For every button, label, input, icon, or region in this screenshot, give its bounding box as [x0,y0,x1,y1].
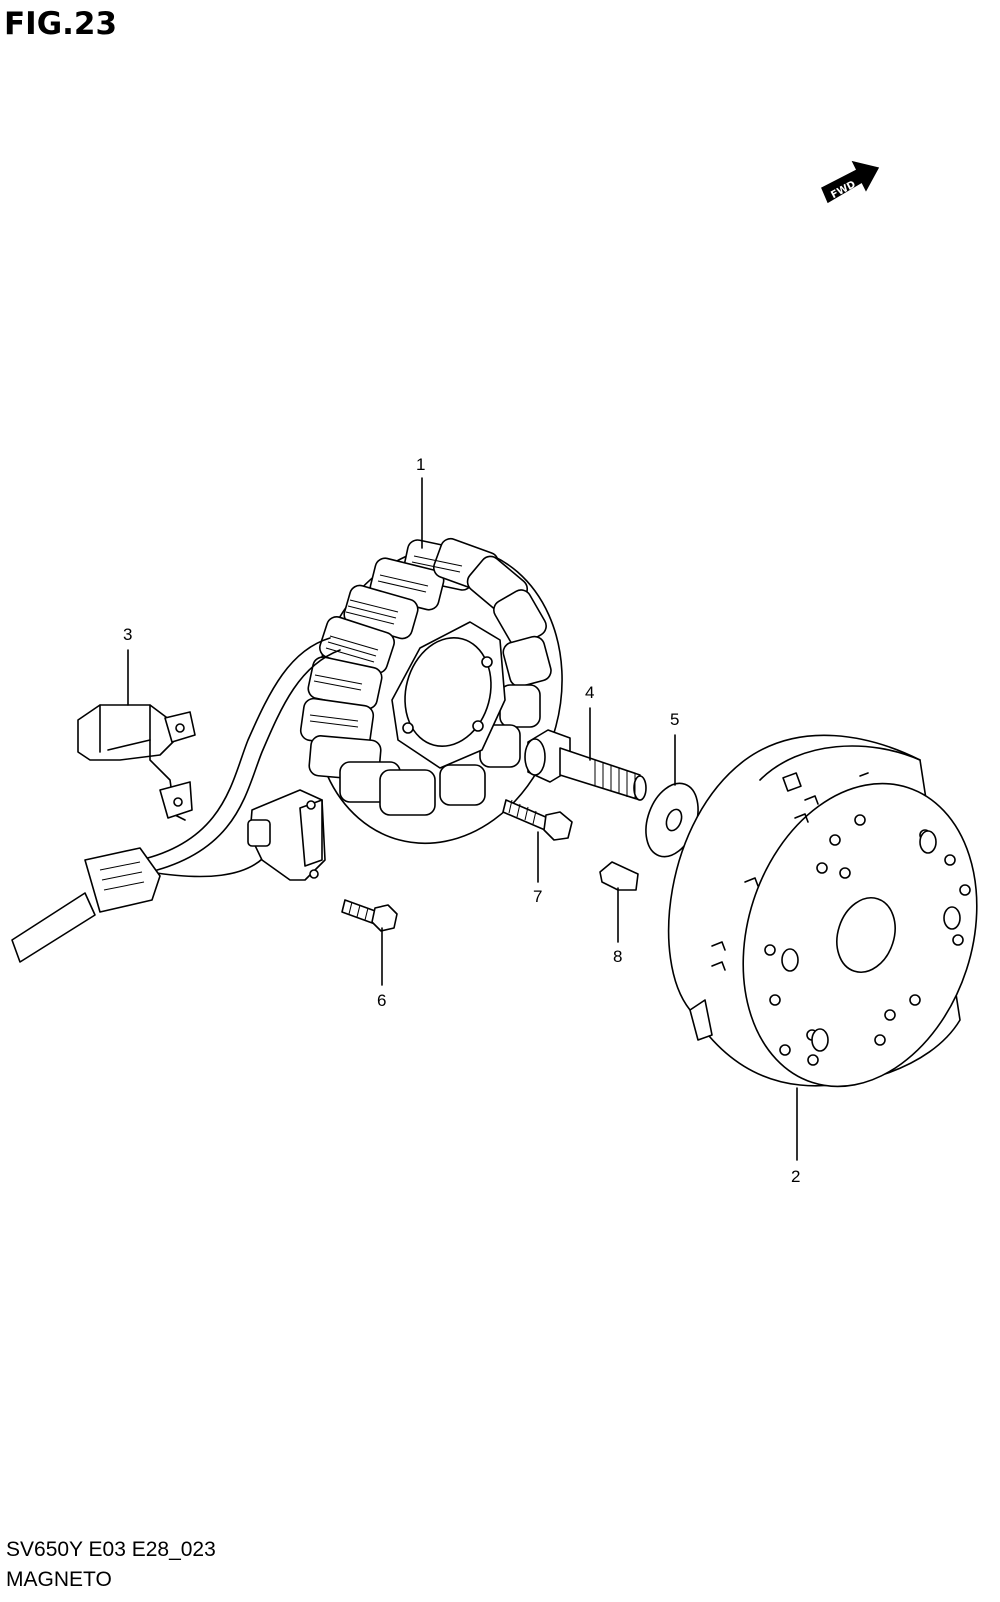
callout-6: 6 [377,991,386,1010]
figure-title: FIG.23 [4,6,118,42]
washer-part-5 [645,782,699,858]
key-part-8 [599,861,639,891]
rotor-holes [764,814,971,1066]
stator-windings [299,537,552,816]
wiring-harness [11,637,341,963]
screw-part-7 [502,799,573,841]
section-name: MAGNETO [6,1568,112,1591]
bolt-part-4 [524,729,647,801]
rotor-part-2 [667,734,978,1088]
callout-2: 2 [791,1167,800,1186]
forward-arrow-icon: FWD [821,160,880,204]
model-code: SV650Y E03 E28_023 [6,1538,216,1561]
callout-leaders [127,477,798,1161]
screw-part-6 [341,899,398,932]
bracket-part-3 [77,704,196,821]
callout-8: 8 [613,947,622,966]
callout-1: 1 [416,455,425,474]
pickup-sensor [247,789,326,881]
stator-coil-part-1 [299,537,563,845]
callout-7: 7 [533,887,542,906]
callout-labels: 1 2 3 4 5 6 7 8 [123,455,800,1186]
callout-5: 5 [670,710,679,729]
callout-3: 3 [123,625,132,644]
callout-4: 4 [585,683,594,702]
